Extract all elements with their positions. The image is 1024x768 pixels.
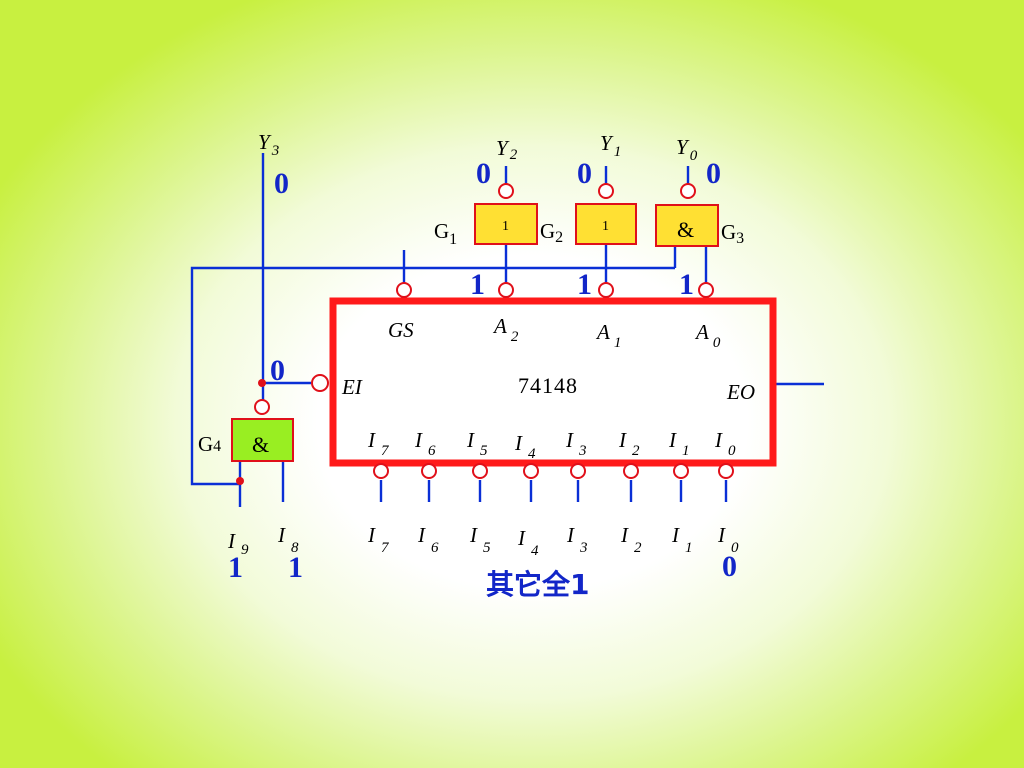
pin-eo-label: EO bbox=[726, 380, 755, 404]
value-y0: 0 bbox=[706, 157, 721, 190]
junction-dot bbox=[236, 477, 244, 485]
value-y2: 0 bbox=[476, 157, 491, 190]
wires bbox=[190, 153, 824, 507]
gate-g3-and bbox=[655, 204, 719, 247]
value-a0: 1 bbox=[679, 268, 694, 301]
svg-text:I5: I5 bbox=[466, 428, 488, 459]
chip-74148-outline bbox=[329, 297, 777, 467]
svg-text:I3: I3 bbox=[565, 428, 587, 459]
svg-text:I7: I7 bbox=[367, 523, 390, 556]
value-i9: 1 bbox=[228, 551, 243, 584]
svg-text:I8: I8 bbox=[277, 523, 299, 556]
svg-text:I3: I3 bbox=[566, 523, 588, 556]
gate-g3-label: G3 bbox=[721, 220, 744, 247]
svg-text:I1: I1 bbox=[668, 428, 690, 459]
gate-g1-symbol: 1 bbox=[502, 219, 509, 234]
value-a2: 1 bbox=[470, 268, 485, 301]
value-y3: 0 bbox=[274, 167, 289, 200]
gate-g4-label: G4 bbox=[198, 432, 221, 456]
gate-g4-and bbox=[231, 418, 294, 462]
pin-gs-label: GS bbox=[388, 318, 414, 342]
svg-text:I0: I0 bbox=[717, 523, 739, 556]
svg-text:I7: I7 bbox=[367, 428, 390, 459]
value-ei: 0 bbox=[270, 354, 285, 387]
gate-g2-or bbox=[575, 203, 637, 245]
pin-ei-label: EI bbox=[341, 375, 363, 399]
svg-text:I4: I4 bbox=[514, 431, 536, 462]
svg-text:I2: I2 bbox=[620, 523, 642, 556]
inversion-bubbles bbox=[254, 183, 734, 479]
gate-g3-symbol: & bbox=[677, 217, 694, 242]
svg-text:I1: I1 bbox=[671, 523, 693, 556]
gate-g2-symbol: 1 bbox=[602, 219, 609, 234]
gate-g1-or bbox=[474, 203, 538, 245]
gate-g2-label: G2 bbox=[540, 219, 563, 246]
svg-text:I2: I2 bbox=[618, 428, 640, 459]
gate-g4-symbol: & bbox=[252, 432, 269, 457]
svg-text:I6: I6 bbox=[417, 523, 439, 556]
svg-text:I9: I9 bbox=[227, 529, 249, 558]
value-y1: 0 bbox=[577, 157, 592, 190]
junction-dot bbox=[258, 379, 266, 387]
svg-text:I6: I6 bbox=[414, 428, 436, 459]
chip-name: 74148 bbox=[518, 373, 578, 398]
value-i0: 0 bbox=[722, 550, 737, 583]
value-i8: 1 bbox=[288, 551, 303, 584]
svg-text:I5: I5 bbox=[469, 523, 491, 556]
value-a1: 1 bbox=[577, 268, 592, 301]
svg-text:I0: I0 bbox=[714, 428, 736, 459]
svg-text:I4: I4 bbox=[517, 526, 539, 559]
gate-g1-label: G1 bbox=[434, 219, 457, 248]
note-others-all-1: 其它全1 bbox=[486, 568, 589, 601]
